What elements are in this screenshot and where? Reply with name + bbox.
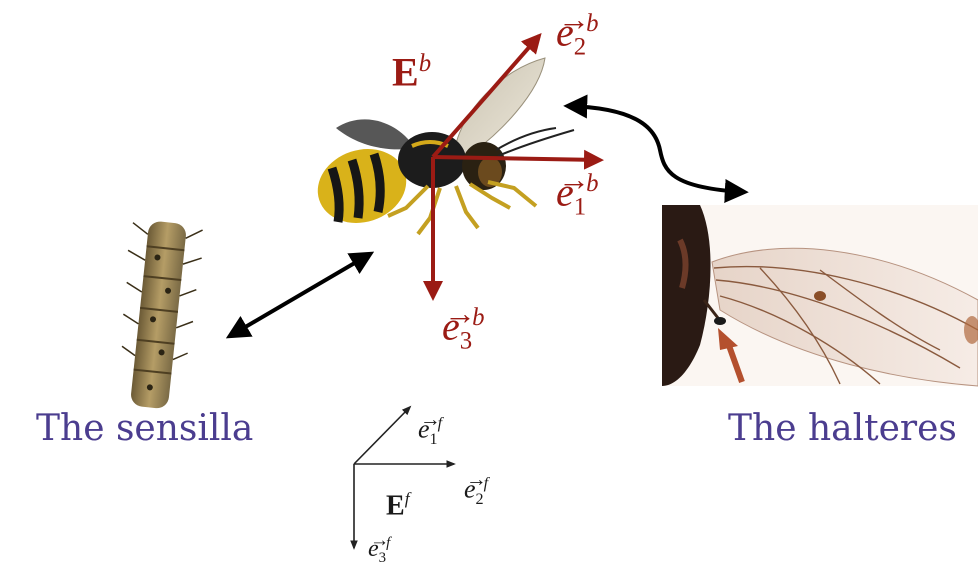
sensilla-link-arrow	[230, 254, 370, 336]
sensilla-caption: The sensilla	[36, 408, 253, 449]
fixed-frame-label: Ef	[386, 490, 410, 520]
axis-label-e3b: →e3b	[442, 306, 485, 354]
axis-label-e1b: →e1b	[556, 172, 599, 220]
axis-label-e2f: →e2f	[464, 476, 488, 508]
body-frame-label: Eb	[392, 52, 431, 92]
sensilla-illustration	[112, 219, 205, 412]
axis-e1f	[354, 407, 410, 464]
axis-label-e3f: →e3f	[368, 536, 390, 566]
halteres-caption: The halteres	[728, 408, 957, 449]
halteres-illustration	[662, 205, 978, 386]
axis-label-e2b: →e2b	[556, 12, 599, 60]
axis-label-e1f: →e1f	[418, 416, 442, 448]
